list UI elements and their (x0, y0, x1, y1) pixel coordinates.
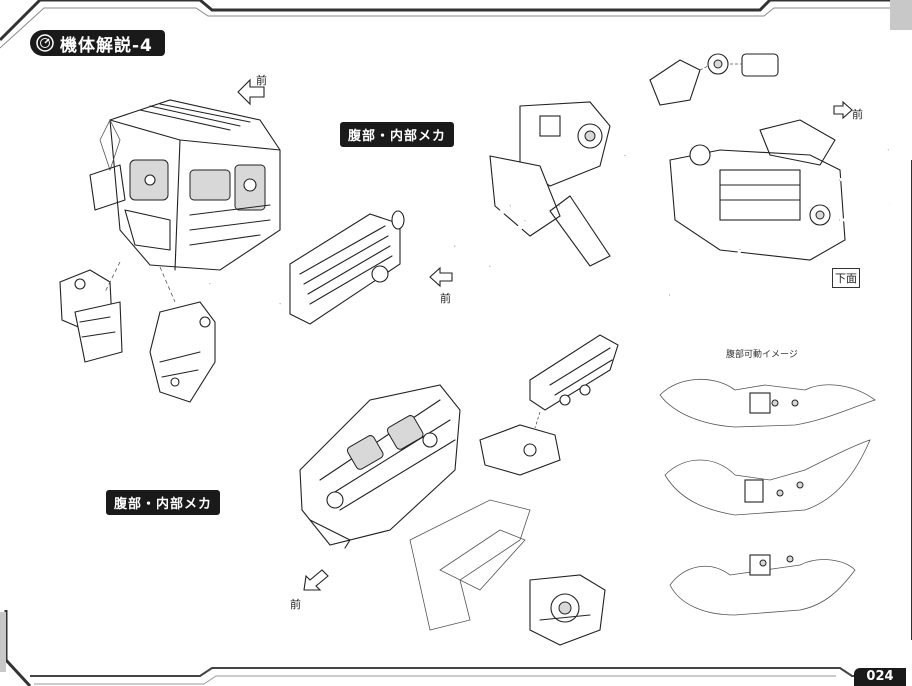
small-parts-sketch (649, 53, 779, 106)
front-note-1: 前 (256, 74, 267, 87)
front-arrow-2 (429, 266, 453, 288)
front-arrow-4 (303, 569, 329, 591)
section-title-tab: 機体解説-4 (30, 30, 165, 56)
front-note-2: 前 (440, 292, 451, 305)
page-title: 機体解説-4 (60, 35, 153, 56)
abdomen-parts-sketch (59, 262, 216, 403)
gauge-icon (36, 34, 54, 52)
abdomen-mech-sketch-main (89, 99, 281, 271)
armor-gear-sketch (409, 499, 606, 646)
front-arrow-1 (237, 78, 265, 106)
abdomen-mech-sketch-bottom (299, 384, 461, 549)
linkage-parts-sketch (479, 334, 619, 476)
section-label-top: 腹部・内部メカ (340, 122, 455, 147)
movable-pose-3 (669, 554, 856, 616)
page-number: 024 (854, 668, 906, 686)
movable-pose-2 (664, 439, 871, 516)
front-note-3: 前 (852, 108, 863, 121)
front-note-4: 前 (290, 598, 301, 611)
section-label-bottom: 腹部・内部メカ (106, 490, 221, 515)
movable-image-caption: 腹部可動イメージ (726, 350, 798, 360)
bottom-view-note: 下面 (832, 268, 860, 288)
internal-mech-sketch-top (453, 101, 627, 268)
movable-image-sketches (659, 378, 876, 616)
radiator-hose-sketch (208, 210, 405, 325)
front-arrow-3 (833, 100, 853, 120)
bottom-view-sketch (669, 119, 890, 297)
movable-pose-1 (659, 378, 876, 428)
